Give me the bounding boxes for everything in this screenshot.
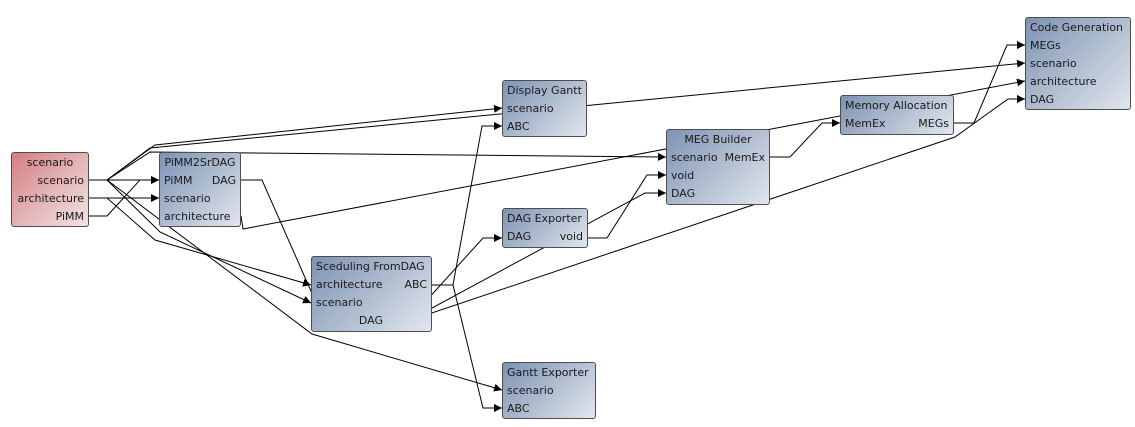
input-port-architecture[interactable]: architecture: [164, 210, 231, 223]
node-gantt-exporter[interactable]: Gantt Exporter scenario ABC: [502, 362, 596, 419]
edge-scenario-scenario-to-gantt_exporter-scenario[interactable]: [89, 179, 503, 392]
node-title: scenario: [26, 156, 74, 169]
input-port-megs[interactable]: MEGs: [1030, 39, 1061, 52]
input-port-scenario[interactable]: scenario: [164, 192, 211, 205]
input-port-abc[interactable]: ABC: [507, 402, 530, 415]
input-port-memex[interactable]: MemEx: [845, 117, 886, 130]
node-scheduling-fromdag[interactable]: Sceduling FromDAG architecture ABC scena…: [311, 256, 432, 332]
node-scenario[interactable]: scenario scenario architecture PiMM: [11, 152, 89, 227]
input-port-dag[interactable]: DAG: [1030, 93, 1055, 106]
node-title: DAG Exporter: [507, 212, 582, 225]
input-port-scenario[interactable]: scenario: [1030, 57, 1077, 70]
input-port-architecture[interactable]: architecture: [316, 278, 383, 291]
node-title: Code Generation: [1030, 21, 1124, 34]
output-port-scenario[interactable]: scenario: [37, 174, 84, 187]
input-port-scenario[interactable]: scenario: [507, 384, 554, 397]
edge-scheduling-abc-to-display_gantt-abc[interactable]: [432, 122, 502, 286]
output-port-memex[interactable]: MemEx: [724, 151, 765, 164]
node-code-generation[interactable]: Code Generation MEGs scenario architectu…: [1025, 17, 1131, 110]
output-port-dag[interactable]: DAG: [211, 174, 236, 187]
input-port-dag[interactable]: DAG: [671, 187, 696, 200]
input-port-scenario[interactable]: scenario: [316, 296, 363, 309]
node-meg-builder[interactable]: MEG Builder scenario MemEx void DAG: [666, 129, 770, 205]
edge-memory_allocation-megs-to-code_generation-megs[interactable]: [954, 41, 1025, 124]
edge-scenario-scenario-to-display_gantt-scenario[interactable]: [89, 104, 503, 181]
input-port-dag[interactable]: DAG: [507, 230, 532, 243]
node-title: PiMM2SrDAG: [164, 156, 236, 169]
input-port-void[interactable]: void: [671, 169, 695, 182]
node-memory-allocation[interactable]: Memory Allocation MemEx MEGs: [840, 95, 954, 135]
edge-meg_builder-memex-to-memory_allocation-memex[interactable]: [770, 119, 840, 158]
node-title: Gantt Exporter: [507, 366, 589, 379]
edge-scenario-pimm-to-pimm2srdag-pimm[interactable]: [89, 176, 159, 217]
edge-scenario-architecture-to-scheduling-architecture[interactable]: [89, 197, 312, 287]
node-title: Memory Allocation: [845, 99, 948, 112]
output-port-architecture[interactable]: architecture: [17, 192, 84, 205]
output-port-pimm[interactable]: PiMM: [55, 210, 84, 223]
input-port-pimm[interactable]: PiMM: [164, 174, 193, 187]
input-port-scenario[interactable]: scenario: [671, 151, 718, 164]
input-port-scenario[interactable]: scenario: [507, 102, 554, 115]
output-port-dag[interactable]: DAG: [358, 314, 383, 327]
input-port-architecture[interactable]: architecture: [1030, 75, 1097, 88]
node-display-gantt[interactable]: Display Gantt scenario ABC: [502, 80, 587, 137]
node-pimm2srdag[interactable]: PiMM2SrDAG PiMM DAG scenario architectur…: [159, 152, 241, 227]
output-port-void[interactable]: void: [559, 230, 583, 243]
node-title: MEG Builder: [684, 133, 752, 146]
output-port-megs[interactable]: MEGs: [918, 117, 949, 130]
node-dag-exporter[interactable]: DAG Exporter DAG void: [502, 208, 588, 248]
edge-dag_exporter-void-to-meg_builder-void[interactable]: [588, 171, 666, 239]
edge-scheduling-abc-to-gantt_exporter-abc[interactable]: [432, 284, 502, 412]
node-title: Sceduling FromDAG: [316, 260, 425, 273]
output-port-abc[interactable]: ABC: [404, 278, 427, 291]
input-port-abc[interactable]: ABC: [507, 120, 530, 133]
node-title: Display Gantt: [507, 84, 582, 97]
